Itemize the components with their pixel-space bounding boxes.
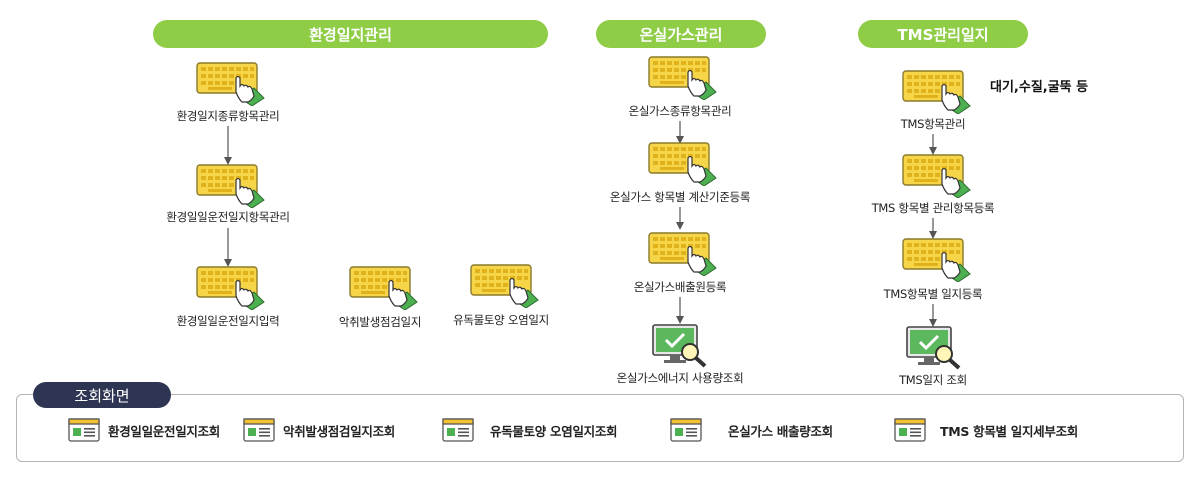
env-node-5-label[interactable]: 유독물토양 오염일지 <box>453 313 549 327</box>
ghg-node-2-label[interactable]: 온실가스 항목별 계산기준등록 <box>609 190 751 204</box>
view-item[interactable]: 악취발생점검일지조회 <box>243 418 395 442</box>
arrow-down-icon <box>224 228 232 267</box>
view-section-box <box>16 394 1184 462</box>
window-icon <box>894 418 926 442</box>
view-item[interactable]: 환경일일운전일지조회 <box>68 418 220 442</box>
view-section-title: 조회화면 <box>33 382 171 408</box>
view-item[interactable]: TMS 항목별 일지세부조회 <box>894 418 1078 442</box>
ghg-node-1-label[interactable]: 온실가스종류항목관리 <box>628 104 732 118</box>
monitor-check-icon[interactable] <box>906 326 962 370</box>
view-item[interactable]: 온실가스 배출량조회 <box>670 418 833 442</box>
ghg-node-4-label[interactable]: 온실가스에너지 사용량조회 <box>616 371 744 385</box>
keyboard-hand-icon[interactable] <box>648 232 718 276</box>
view-item[interactable]: 유독물토양 오염일지조회 <box>442 418 618 442</box>
view-item-label: 환경일일운전일지조회 <box>108 423 221 439</box>
view-item-label: 악취발생점검일지조회 <box>283 423 396 439</box>
keyboard-hand-icon[interactable] <box>648 56 718 100</box>
arrow-down-icon <box>929 134 937 155</box>
env-node-1-label[interactable]: 환경일지종류항목관리 <box>176 109 280 123</box>
header-env-log: 환경일지관리 <box>153 20 548 48</box>
window-icon <box>670 418 702 442</box>
keyboard-hand-icon[interactable] <box>902 154 972 198</box>
env-node-3-label[interactable]: 환경일일운전일지입력 <box>176 314 280 328</box>
ghg-node-3-label[interactable]: 온실가스배출원등록 <box>633 280 727 294</box>
keyboard-hand-icon[interactable] <box>196 164 266 208</box>
keyboard-hand-icon[interactable] <box>349 266 419 310</box>
arrow-down-icon <box>676 207 684 230</box>
keyboard-hand-icon[interactable] <box>902 238 972 282</box>
arrow-down-icon <box>929 304 937 327</box>
window-icon <box>68 418 100 442</box>
window-icon <box>442 418 474 442</box>
view-item-label: TMS 항목별 일지세부조회 <box>940 423 1078 439</box>
env-node-4-label[interactable]: 악취발생점검일지 <box>338 315 422 329</box>
view-item-label: 온실가스 배출량조회 <box>728 423 833 439</box>
tms-node-2-label[interactable]: TMS 항목별 관리항목등록 <box>871 201 995 215</box>
tms-node-3-label[interactable]: TMS항목별 일지등록 <box>883 287 983 301</box>
arrow-down-icon <box>676 121 684 144</box>
env-node-2-label[interactable]: 환경일일운전일지항목관리 <box>166 210 290 224</box>
arrow-down-icon <box>929 218 937 239</box>
window-icon <box>243 418 275 442</box>
keyboard-hand-icon[interactable] <box>902 70 972 114</box>
keyboard-hand-icon[interactable] <box>196 266 266 310</box>
keyboard-hand-icon[interactable] <box>196 62 266 106</box>
header-ghg: 온실가스관리 <box>596 20 766 48</box>
arrow-down-icon <box>224 126 232 165</box>
arrow-down-icon <box>676 297 684 324</box>
monitor-check-icon[interactable] <box>652 324 708 368</box>
tms-note: 대기,수질,굴뚝 등 <box>990 80 1089 95</box>
tms-node-1-label[interactable]: TMS항목관리 <box>900 117 966 131</box>
view-item-label: 유독물토양 오염일지조회 <box>490 423 618 439</box>
header-tms: TMS관리일지 <box>858 20 1028 48</box>
keyboard-hand-icon[interactable] <box>470 264 540 308</box>
keyboard-hand-icon[interactable] <box>648 142 718 186</box>
tms-node-4-label[interactable]: TMS일지 조회 <box>899 373 967 387</box>
